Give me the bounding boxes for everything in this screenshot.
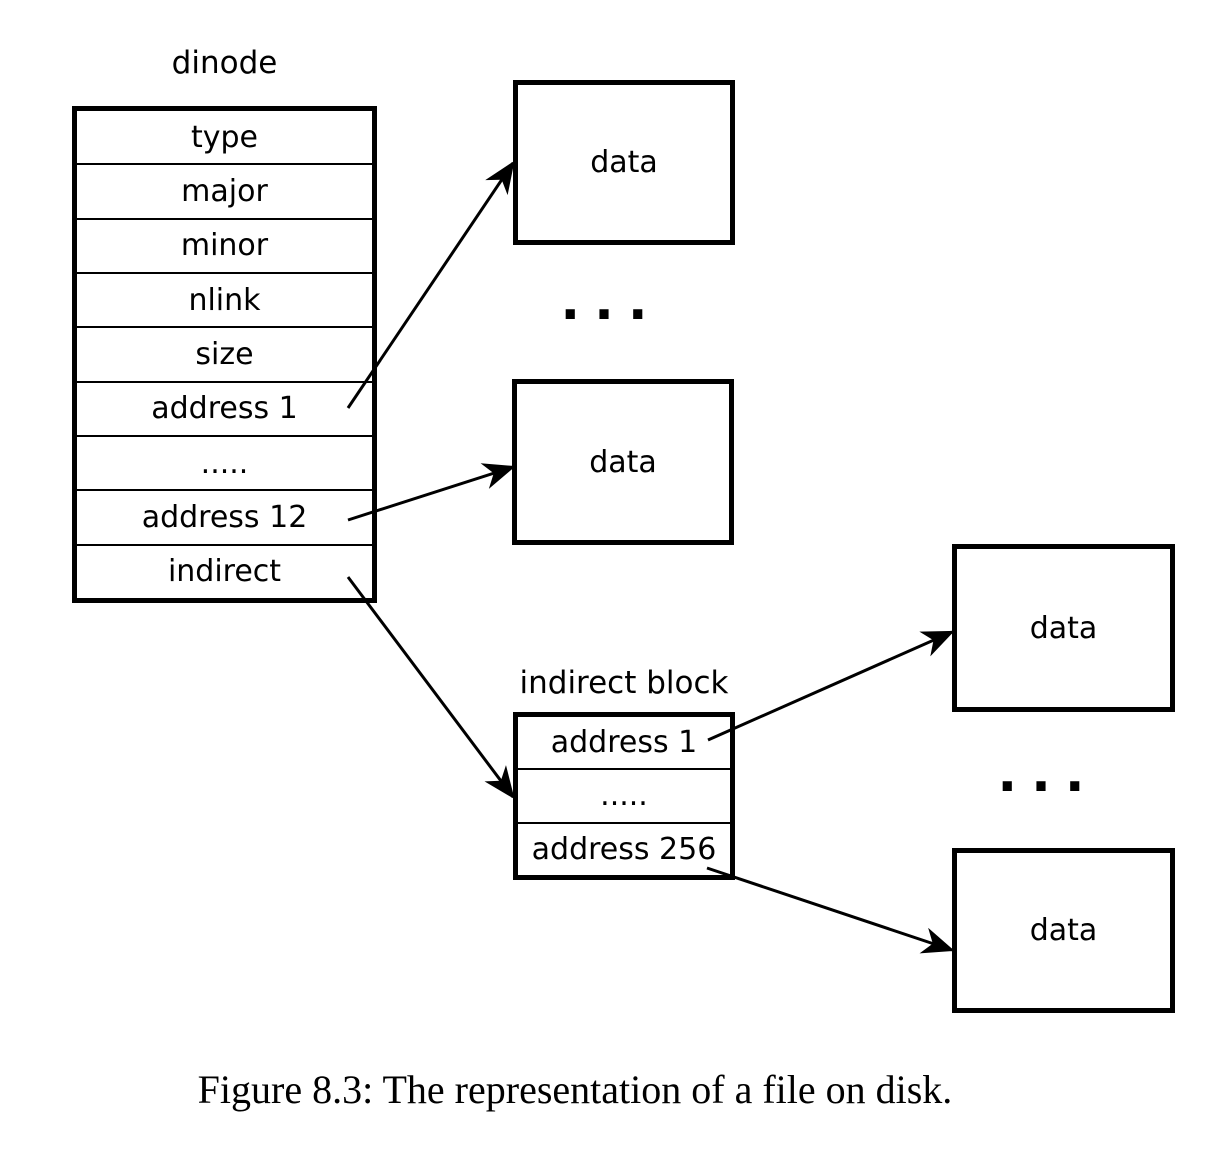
data-block-4: data — [952, 848, 1175, 1013]
dinode-row-size: size — [77, 328, 372, 383]
dinode-row-major: major — [77, 165, 372, 220]
figure-caption: Figure 8.3: The representation of a file… — [197, 1067, 953, 1112]
data-block-1: data — [513, 80, 735, 245]
ellipsis-right-column: ... — [997, 744, 1099, 804]
dinode-row-address-12: address 12 — [77, 491, 372, 546]
indirect-block-row-dots: ..... — [518, 770, 730, 824]
arrow-indirect-to-indirect-block — [346, 576, 515, 800]
indirect-block-row-address-1: address 1 — [518, 717, 730, 771]
ellipsis-left-column: ... — [560, 272, 662, 332]
dinode-struct: type major minor nlink size address 1 ..… — [72, 106, 377, 603]
data-block-3: data — [952, 544, 1175, 712]
indirect-block-title: indirect block — [519, 665, 729, 701]
indirect-block-struct: address 1 ..... address 256 — [513, 712, 735, 880]
dinode-row-address-1: address 1 — [77, 383, 372, 437]
dinode-row-nlink: nlink — [77, 274, 372, 329]
dinode-row-type: type — [77, 111, 372, 166]
arrow-iblock-address256-to-data4 — [706, 866, 955, 954]
indirect-block-row-address-256: address 256 — [531, 831, 717, 867]
dinode-row-indirect: indirect — [167, 554, 282, 590]
dinode-row-minor: minor — [77, 220, 372, 274]
dinode-row-dots: ..... — [77, 437, 372, 492]
data-block-2: data — [512, 379, 734, 545]
dinode-title: dinode — [171, 45, 278, 81]
